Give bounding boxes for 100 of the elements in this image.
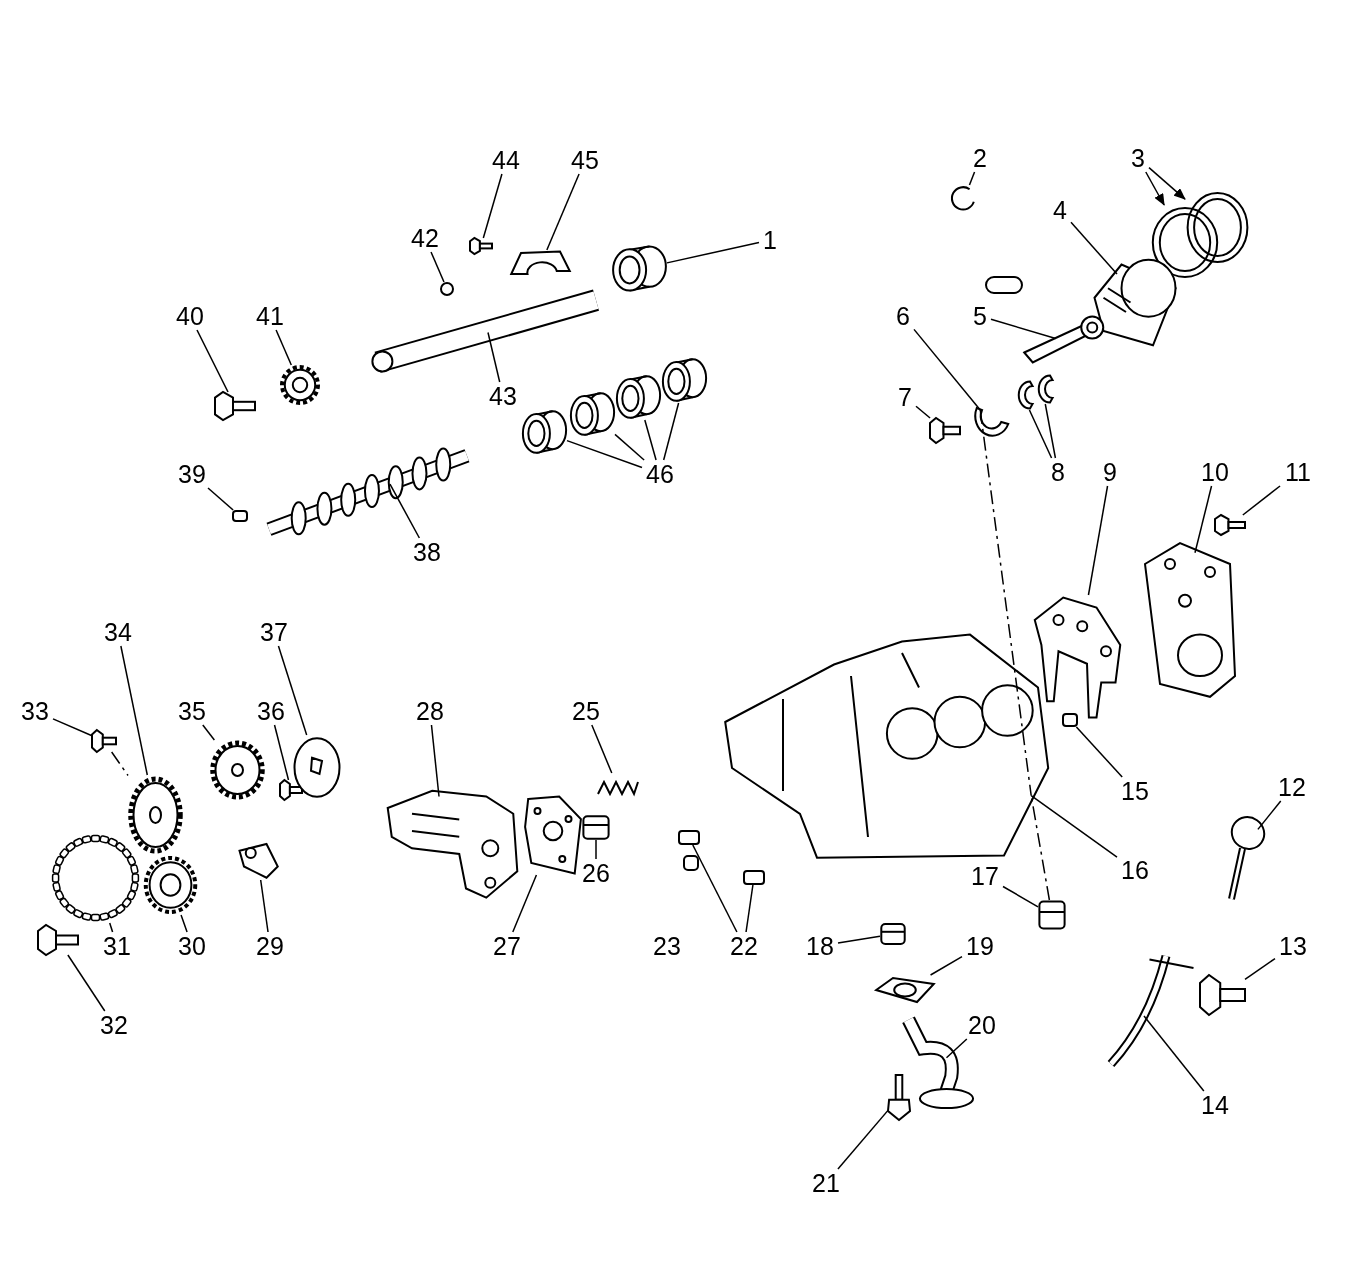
- callout-number: 19: [966, 933, 994, 959]
- callout-number: 31: [103, 933, 131, 959]
- bolt-drawing: [38, 925, 78, 955]
- leader-line: [913, 328, 981, 411]
- dowel-pin: [440, 282, 454, 296]
- bolt-drawing: [280, 780, 302, 800]
- callout-number: 40: [176, 303, 204, 329]
- leader-line: [273, 724, 290, 781]
- leader-line: [277, 645, 308, 736]
- bolt-drawing: [215, 392, 255, 420]
- leader-line: [196, 329, 229, 393]
- connecting-rod-drawing: [1020, 315, 1105, 365]
- callout-number: 8: [1051, 459, 1065, 485]
- leader-line: [1028, 409, 1053, 459]
- leader-line: [1244, 957, 1276, 981]
- leader-line: [1075, 726, 1123, 778]
- callout-number: 26: [582, 860, 610, 886]
- piston-ring-drawing: [1185, 190, 1250, 265]
- callout-number: 21: [812, 1170, 840, 1196]
- bolt-drawing: [92, 730, 116, 752]
- callout-number: 46: [646, 461, 674, 487]
- leader-line: [1242, 485, 1281, 516]
- bearing-drawing: [570, 392, 615, 437]
- leader-line: [929, 955, 963, 976]
- retainer-drawing: [292, 735, 342, 800]
- callout-number: 36: [257, 698, 285, 724]
- plug-drawing: [880, 923, 906, 945]
- leader-line: [1002, 885, 1039, 908]
- callout-number: 14: [1201, 1092, 1229, 1118]
- callout-number: 39: [178, 461, 206, 487]
- callout-number: 45: [571, 147, 599, 173]
- bolt-drawing: [1200, 975, 1245, 1015]
- callout-number: 11: [1285, 459, 1311, 485]
- leader-line: [1087, 485, 1109, 596]
- leader-line: [259, 879, 269, 933]
- callout-number: 23: [653, 933, 681, 959]
- leader-line: [990, 318, 1057, 340]
- callout-number: 43: [489, 383, 517, 409]
- leader-line: [120, 645, 149, 776]
- leader-line: [67, 954, 106, 1012]
- leader-line: [180, 914, 188, 933]
- leader-line: [745, 884, 754, 933]
- callout-number: 15: [1121, 778, 1149, 804]
- sprocket-drawing: [128, 775, 183, 855]
- callout-number: 3: [1131, 145, 1145, 171]
- callout-number: 25: [572, 698, 600, 724]
- pin: [678, 830, 700, 845]
- pin: [1062, 713, 1078, 727]
- callout-number: 41: [256, 303, 284, 329]
- leader-line: [207, 487, 234, 511]
- leader-line: [662, 402, 680, 461]
- cover-plate-drawing: [522, 795, 584, 875]
- callout-number: 30: [178, 933, 206, 959]
- callout-number: 13: [1279, 933, 1307, 959]
- leader-line: [389, 483, 421, 539]
- leader-line: [837, 1109, 889, 1170]
- callout-number: 22: [730, 933, 758, 959]
- bearing-drawing: [662, 358, 707, 403]
- callout-number: 37: [260, 619, 288, 645]
- leader-line: [1194, 485, 1213, 554]
- leader-line: [1030, 794, 1118, 858]
- callout-number: 1: [763, 227, 777, 253]
- callout-number: 35: [178, 698, 206, 724]
- sprocket-drawing: [280, 365, 320, 405]
- callout-number: 18: [806, 933, 834, 959]
- leader-line: [595, 839, 597, 860]
- bolt-drawing: [930, 418, 960, 443]
- leader-line: [482, 173, 503, 239]
- plug-drawing: [582, 815, 610, 840]
- callout-number: 32: [100, 1012, 128, 1038]
- bolt-drawing: [888, 1075, 910, 1120]
- pin: [743, 870, 765, 885]
- leader-line: [614, 433, 645, 461]
- callout-number: 27: [493, 933, 521, 959]
- callout-number: 44: [492, 147, 520, 173]
- sprocket-drawing: [143, 855, 198, 915]
- snap-ring-drawing: [950, 185, 978, 213]
- leader-line: [692, 844, 738, 933]
- pin: [232, 510, 248, 522]
- leader-line: [430, 251, 445, 283]
- callout-number: 5: [973, 303, 987, 329]
- bearing-drawing: [522, 410, 567, 455]
- leader-line: [546, 173, 580, 251]
- gasket-drawing: [875, 975, 935, 1005]
- callout-number: 17: [971, 863, 999, 889]
- alignment-line: [110, 751, 129, 777]
- callout-number: 34: [104, 619, 132, 645]
- leader-arrow: [1148, 166, 1186, 200]
- bolt-drawing: [1215, 515, 1245, 535]
- leader-line: [52, 718, 93, 737]
- piston-ring-drawing: [1150, 205, 1220, 280]
- bearing-drawing: [612, 245, 667, 293]
- leader-line: [1044, 403, 1057, 459]
- leader-line: [591, 724, 613, 774]
- callout-number: 10: [1201, 459, 1229, 485]
- leader-line: [1143, 1015, 1205, 1092]
- leader-line: [644, 419, 657, 461]
- bolt-drawing: [470, 238, 492, 254]
- leader-arrow: [1145, 171, 1165, 206]
- leader-line: [275, 329, 293, 366]
